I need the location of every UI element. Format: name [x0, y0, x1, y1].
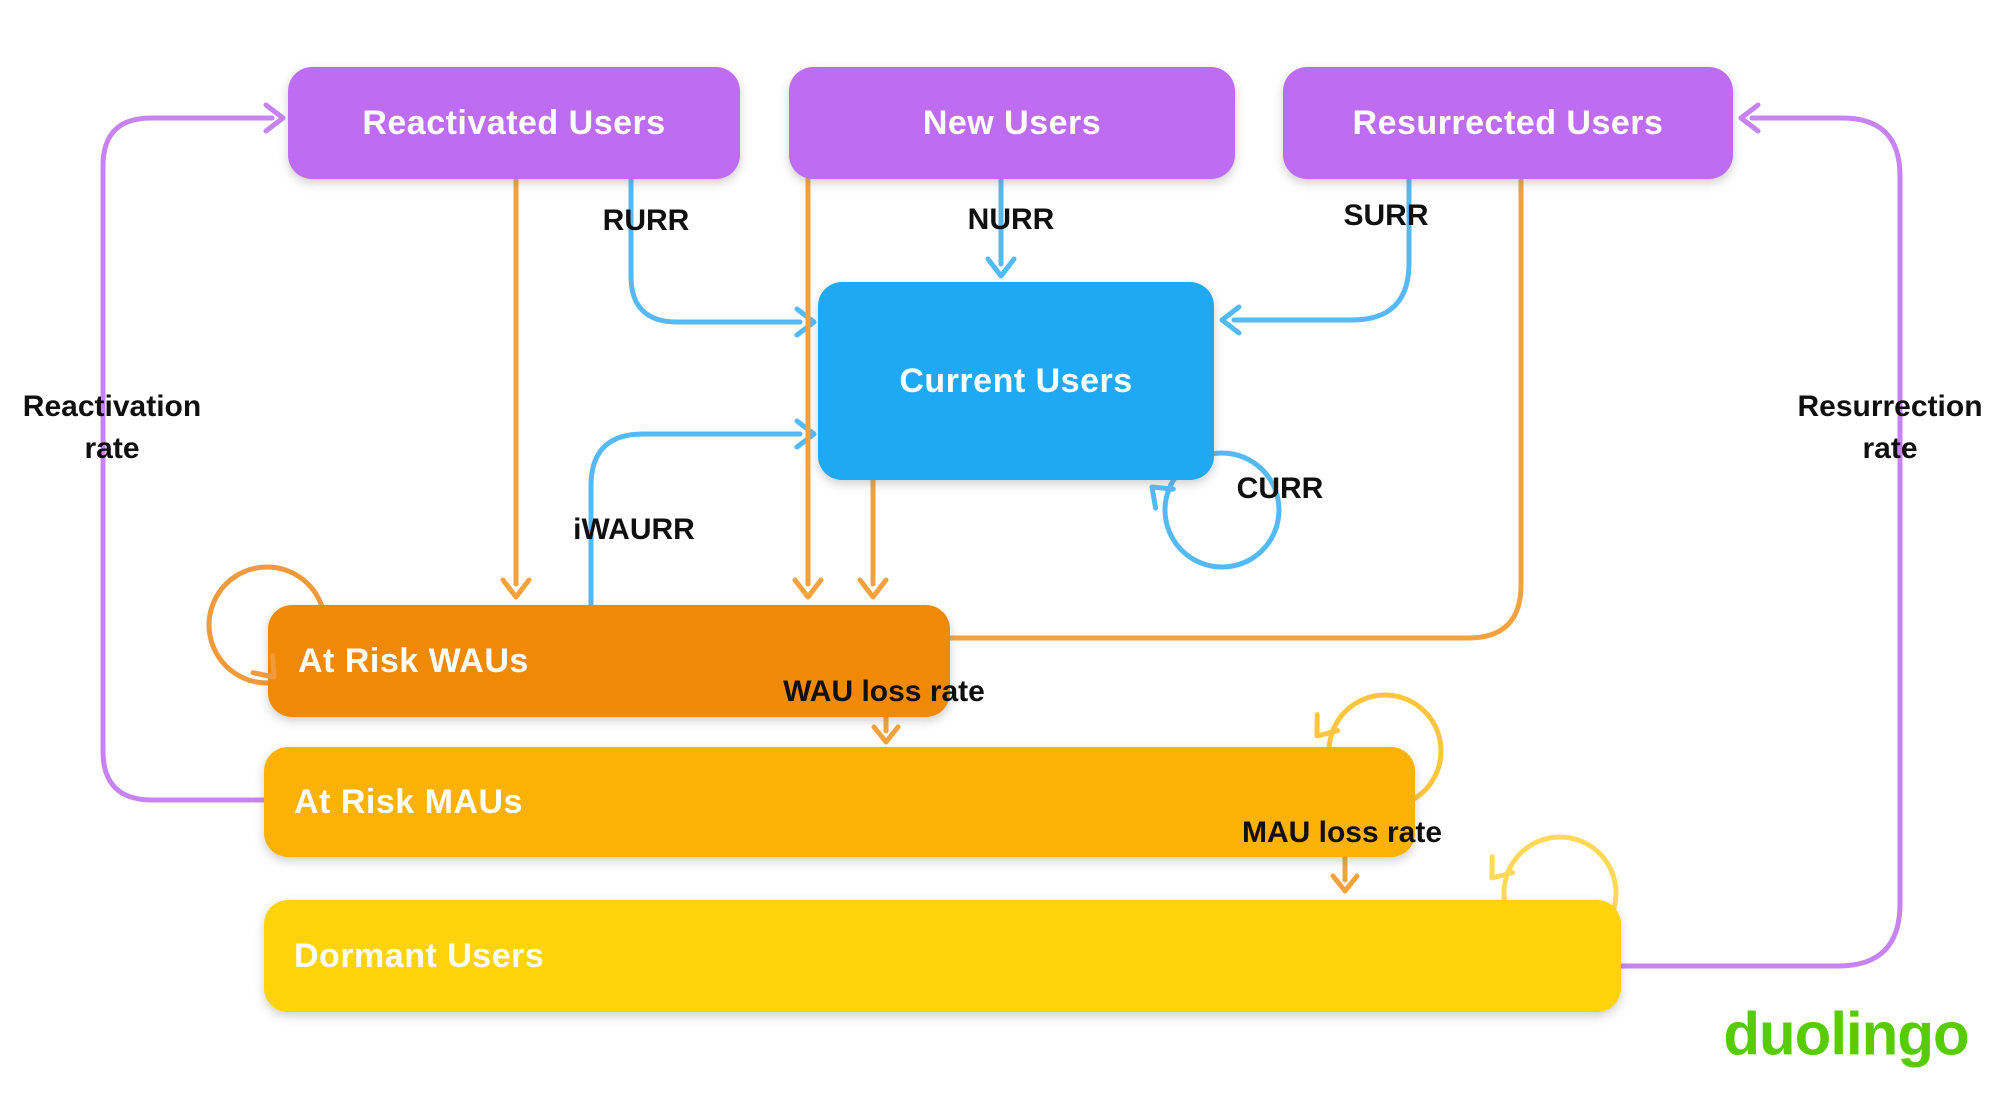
label-curr: CURR: [1236, 472, 1324, 505]
edge-reactivated-to-wau: [500, 176, 532, 600]
curr-loop-arrowhead-icon: [1149, 484, 1176, 511]
node-dormant-users-label: Dormant Users: [294, 936, 545, 975]
label-nurr: NURR: [967, 203, 1055, 236]
node-at-risk-waus-label: At Risk WAUs: [298, 641, 529, 680]
label-reactivation-rate-line1: Reactivation: [22, 390, 202, 423]
label-mau-loss-rate: MAU loss rate: [1241, 816, 1443, 849]
label-reactivation-rate: Reactivation rate: [23, 386, 201, 470]
edge-current-to-wau: [857, 476, 889, 600]
node-at-risk-maus: At Risk MAUs: [264, 747, 1415, 857]
label-iwaurr: iWAURR: [573, 513, 695, 546]
mau-loop-arrowhead-icon: [1314, 712, 1341, 739]
label-wau-loss-rate: WAU loss rate: [783, 675, 985, 708]
node-resurrected-users-label: Resurrected Users: [1352, 103, 1664, 142]
node-reactivated-users: Reactivated Users: [288, 67, 740, 179]
node-dormant-users: Dormant Users: [264, 900, 1621, 1012]
node-current-users: Current Users: [818, 282, 1214, 480]
dormant-loop-arrowhead-icon: [1489, 854, 1516, 881]
edge-mau-loss-rate: [1330, 855, 1360, 894]
label-resurrection-rate-line1: Resurrection: [1797, 390, 1983, 423]
node-current-users-label: Current Users: [899, 361, 1133, 400]
label-rurr: RURR: [602, 204, 690, 237]
node-at-risk-waus: At Risk WAUs: [268, 605, 950, 717]
duolingo-logo: duolingo: [1723, 1000, 1969, 1068]
node-reactivated-users-label: Reactivated Users: [362, 103, 666, 142]
label-resurrection-rate: Resurrection rate: [1797, 386, 1982, 470]
edge-wau-loss-rate: [871, 715, 901, 745]
node-new-users-label: New Users: [922, 103, 1102, 142]
label-surr: SURR: [1343, 199, 1429, 232]
label-resurrection-rate-line2: rate: [1862, 432, 1918, 465]
label-reactivation-rate-line2: rate: [84, 432, 140, 465]
node-at-risk-maus-label: At Risk MAUs: [294, 782, 523, 821]
edge-resurrection-rate: [1588, 102, 1903, 969]
node-new-users: New Users: [789, 67, 1235, 179]
node-resurrected-users: Resurrected Users: [1283, 67, 1733, 179]
edge-rurr: [628, 176, 817, 338]
